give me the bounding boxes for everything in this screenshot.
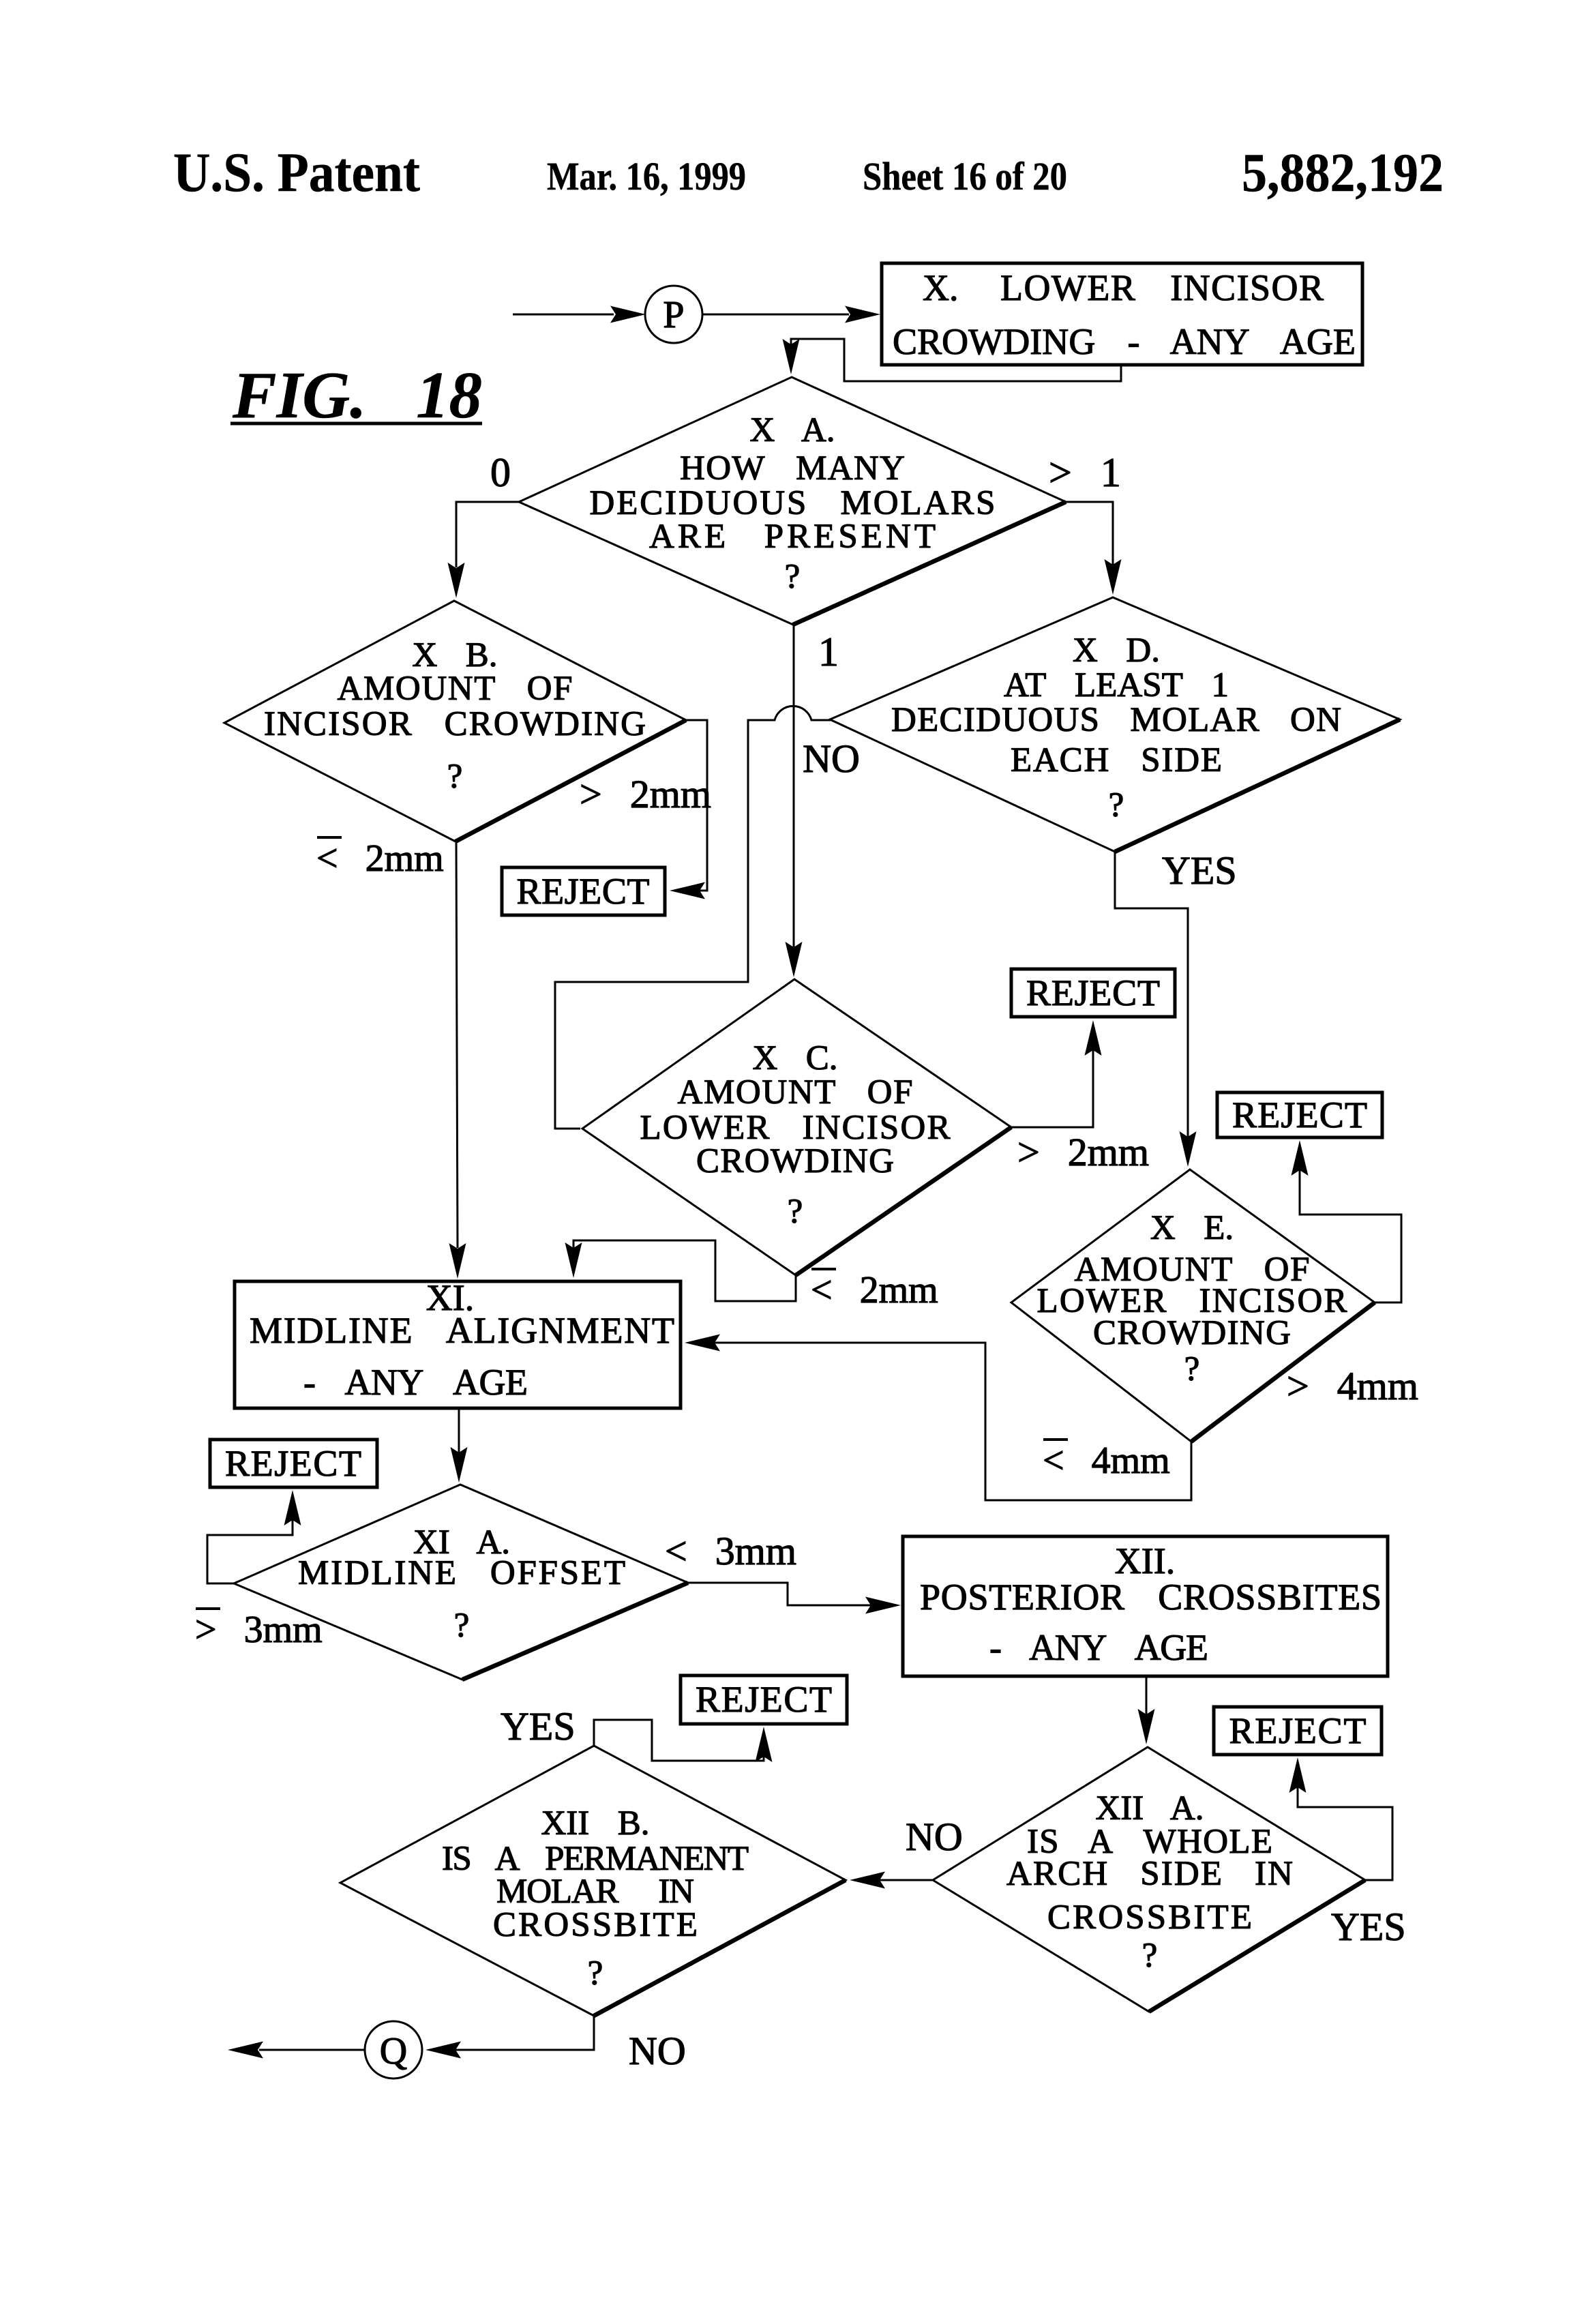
svg-text:1: 1 xyxy=(818,629,839,674)
svg-text:0: 0 xyxy=(490,450,511,495)
svg-text:5,882,192: 5,882,192 xyxy=(1242,143,1444,203)
svg-text:?: ? xyxy=(788,1193,803,1231)
svg-text:?: ? xyxy=(454,1607,470,1645)
svg-text:CROSSBITE: CROSSBITE xyxy=(493,1906,698,1944)
svg-text:< 2mm: < 2mm xyxy=(316,837,444,880)
svg-text:Q: Q xyxy=(380,2030,407,2072)
svg-text:X D.: X D. xyxy=(1073,631,1160,670)
svg-text:FIG. 18: FIG. 18 xyxy=(232,359,482,432)
svg-text:REJECT: REJECT xyxy=(1229,1710,1367,1751)
svg-text:LOWER INCISOR: LOWER INCISOR xyxy=(640,1109,951,1147)
svg-text:?: ? xyxy=(785,558,801,596)
svg-text:XI A.: XI A. xyxy=(413,1523,510,1562)
svg-text:?: ? xyxy=(1142,1937,1158,1975)
svg-text:NO: NO xyxy=(803,736,860,781)
svg-text:IS A PERMANENT: IS A PERMANENT xyxy=(442,1840,749,1878)
svg-text:X A.: X A. xyxy=(749,411,835,449)
svg-text:?: ? xyxy=(1109,786,1124,824)
svg-text:LOWER INCISOR: LOWER INCISOR xyxy=(1037,1282,1347,1320)
svg-text:NO: NO xyxy=(629,2029,686,2073)
svg-text:> 3mm: > 3mm xyxy=(195,1609,323,1651)
svg-text:REJECT: REJECT xyxy=(696,1679,832,1720)
svg-text:MIDLINE OFFSET: MIDLINE OFFSET xyxy=(298,1554,625,1592)
svg-text:EACH SIDE: EACH SIDE xyxy=(1011,741,1222,779)
svg-text:?: ? xyxy=(1184,1350,1200,1388)
svg-text:MIDLINE ALIGNMENT: MIDLINE ALIGNMENT xyxy=(250,1310,674,1351)
svg-text:XII A.: XII A. xyxy=(1095,1789,1204,1828)
svg-text:DECIDUOUS MOLAR ON: DECIDUOUS MOLAR ON xyxy=(891,701,1341,739)
svg-text:YES: YES xyxy=(1331,1905,1406,1949)
svg-text:< 4mm: < 4mm xyxy=(1043,1440,1170,1482)
svg-text:DECIDUOUS MOLARS: DECIDUOUS MOLARS xyxy=(590,484,996,522)
svg-text:AT LEAST 1: AT LEAST 1 xyxy=(1004,666,1229,704)
svg-text:P: P xyxy=(663,294,684,336)
svg-text:X.: X. xyxy=(923,267,959,308)
svg-text:?: ? xyxy=(447,758,463,796)
svg-text:NO: NO xyxy=(906,1815,963,1859)
svg-text:REJECT: REJECT xyxy=(225,1443,361,1484)
svg-text:YES: YES xyxy=(1162,848,1237,893)
svg-text:LOWER INCISOR: LOWER INCISOR xyxy=(1000,267,1324,308)
svg-text:< 3mm: < 3mm xyxy=(665,1529,796,1573)
svg-text:XII B.: XII B. xyxy=(541,1804,649,1843)
svg-text:ARE PRESENT: ARE PRESENT xyxy=(649,518,936,556)
svg-text:POSTERIOR CROSSBITES: POSTERIOR CROSSBITES xyxy=(920,1577,1382,1618)
svg-text:XI.: XI. xyxy=(426,1277,474,1318)
svg-text:ARCH SIDE IN: ARCH SIDE IN xyxy=(1006,1855,1293,1893)
svg-text:X B.: X B. xyxy=(412,636,497,674)
svg-text:XII.: XII. xyxy=(1115,1540,1175,1581)
svg-text:Mar. 16, 1999: Mar. 16, 1999 xyxy=(547,154,746,198)
svg-text:?: ? xyxy=(588,1954,603,1993)
svg-text:X C.: X C. xyxy=(752,1039,837,1077)
svg-text:CROWDING: CROWDING xyxy=(696,1142,894,1180)
svg-text:MOLAR IN: MOLAR IN xyxy=(496,1873,694,1911)
svg-text:CROSSBITE: CROSSBITE xyxy=(1047,1898,1252,1937)
svg-text:U.S. Patent: U.S. Patent xyxy=(173,141,420,203)
svg-text:- ANY AGE: - ANY AGE xyxy=(303,1362,528,1403)
svg-text:> 4mm: > 4mm xyxy=(1287,1364,1418,1408)
svg-text:AMOUNT OF: AMOUNT OF xyxy=(1075,1251,1310,1289)
svg-text:YES: YES xyxy=(501,1704,576,1748)
svg-text:- ANY AGE: - ANY AGE xyxy=(989,1627,1208,1668)
svg-text:REJECT: REJECT xyxy=(1232,1094,1367,1135)
svg-text:AMOUNT OF: AMOUNT OF xyxy=(338,670,573,708)
svg-text:IS A WHOLE: IS A WHOLE xyxy=(1027,1823,1272,1861)
svg-text:INCISOR CROWDING: INCISOR CROWDING xyxy=(264,705,646,743)
svg-text:CROWDING - ANY AGE: CROWDING - ANY AGE xyxy=(893,321,1356,362)
svg-text:< 2mm: < 2mm xyxy=(811,1269,938,1311)
svg-text:CROWDING: CROWDING xyxy=(1093,1314,1291,1352)
svg-text:> 1: > 1 xyxy=(1049,450,1121,495)
svg-text:REJECT: REJECT xyxy=(517,871,650,912)
svg-text:> 2mm: > 2mm xyxy=(580,772,711,816)
svg-text:> 2mm: > 2mm xyxy=(1017,1130,1149,1174)
svg-text:REJECT: REJECT xyxy=(1026,972,1160,1013)
svg-text:X E.: X E. xyxy=(1150,1209,1234,1247)
svg-text:AMOUNT OF: AMOUNT OF xyxy=(678,1073,913,1112)
svg-text:Sheet 16 of 20: Sheet 16 of 20 xyxy=(863,154,1067,198)
svg-text:HOW MANY: HOW MANY xyxy=(680,449,905,488)
